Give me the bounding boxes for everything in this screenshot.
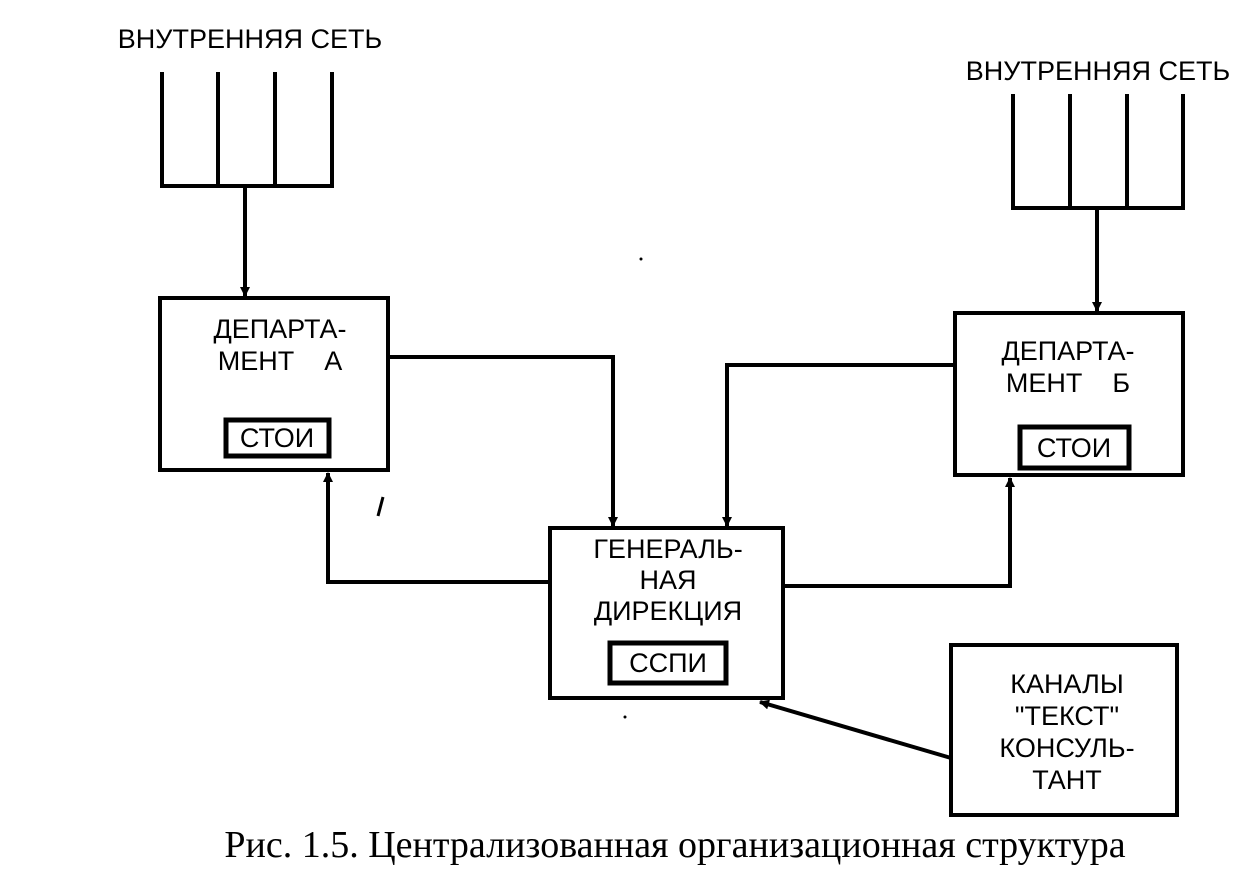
channels-box: [949, 643, 1179, 817]
figure-caption: Рис. 1.5. Централизованная организационн…: [224, 824, 1125, 866]
channels-line1: КАНАЛЫ: [1010, 669, 1123, 699]
channels-line4: ТАНТ: [1032, 765, 1102, 795]
arrow-general-to-dept-a: [323, 472, 550, 584]
arrow-dept-b-to-general: [722, 363, 955, 527]
scan-dot: [639, 257, 643, 261]
general-directorate-line3: ДИРЕКЦИЯ: [594, 596, 742, 626]
department-b-line2: МЕНТ Б: [1006, 368, 1130, 398]
department-a-line2: МЕНТ А: [218, 346, 343, 376]
department-a-stoi-box: [223, 417, 332, 459]
internal-network-right-label: ВНУТРЕННЯЯ СЕТЬ: [966, 56, 1230, 86]
arrow-dept-a-to-general: [388, 355, 618, 527]
general-directorate-line2: НАЯ: [639, 565, 696, 595]
arrow-general-to-dept-b: [783, 477, 1015, 588]
department-b: ДЕПАРТА- МЕНТ Б СТОИ: [953, 311, 1185, 477]
internal-network-left: ВНУТРЕННЯЯ СЕТЬ: [118, 24, 382, 297]
general-directorate-sspi-label: ССПИ: [629, 648, 707, 678]
department-a-line1: ДЕПАРТА-: [213, 314, 346, 344]
network-left-comb: [160, 72, 334, 188]
scan-mark: [376, 496, 385, 517]
scan-dot: [623, 715, 627, 719]
general-directorate-line1: ГЕНЕРАЛЬ-: [593, 534, 742, 564]
arrow-channels-to-general: [759, 699, 952, 760]
department-b-stoi-box: [1017, 424, 1132, 471]
department-b-stoi-label: СТОИ: [1037, 433, 1111, 463]
internal-network-left-label: ВНУТРЕННЯЯ СЕТЬ: [118, 24, 382, 54]
channels-line2: "ТЕКСТ": [1015, 701, 1119, 731]
general-directorate-sspi-box: [607, 640, 729, 686]
department-b-line1: ДЕПАРТА-: [1001, 336, 1134, 366]
department-a: ДЕПАРТА- МЕНТ А СТОИ: [158, 296, 390, 472]
internal-network-right: ВНУТРЕННЯЯ СЕТЬ: [966, 56, 1230, 312]
general-directorate: ГЕНЕРАЛЬ- НАЯ ДИРЕКЦИЯ ССПИ: [548, 526, 785, 700]
department-a-stoi-label: СТОИ: [240, 423, 314, 453]
network-right-comb: [1011, 94, 1185, 210]
channels-line3: КОНСУЛЬ-: [999, 733, 1134, 763]
channels-box-group: КАНАЛЫ "ТЕКСТ" КОНСУЛЬ- ТАНТ: [949, 643, 1179, 817]
